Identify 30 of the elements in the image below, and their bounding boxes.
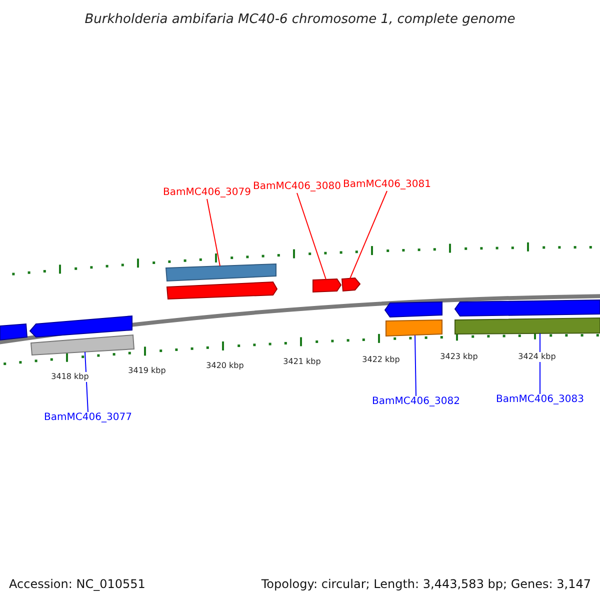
gene-label: BamMC406_3077 xyxy=(44,412,132,424)
footer-text: Topology: circular; Length: 3,443,583 bp; Genes: 3,147 xyxy=(261,576,591,593)
tick-label: 3423 kbp xyxy=(440,352,478,362)
gene-bar xyxy=(30,334,135,356)
leader-line xyxy=(296,192,326,280)
leader-line xyxy=(350,190,388,279)
gene-bar xyxy=(312,278,342,293)
tick-label: 3424 kbp xyxy=(518,352,556,362)
gene-label: BamMC406_3080 xyxy=(253,181,341,193)
gene-bar xyxy=(165,263,276,282)
gene-label: BamMC406_3083 xyxy=(496,394,584,406)
gene-label: BamMC406_3081 xyxy=(343,179,431,191)
gene-bar xyxy=(386,320,442,337)
gene-bar xyxy=(0,323,28,341)
tick-label: 3420 kbp xyxy=(206,361,244,371)
title: Burkholderia ambifaria MC40-6 chromosome 1, complete genome xyxy=(84,11,516,29)
gene-bar xyxy=(454,318,600,334)
tick-label: 3418 kbp xyxy=(51,372,89,382)
leader-line xyxy=(414,335,416,396)
tick-label: 3419 kbp xyxy=(128,366,166,376)
tick-label: 3422 kbp xyxy=(362,355,400,365)
footer-text: Accession: NC_010551 xyxy=(9,576,146,593)
gene-bar xyxy=(454,300,600,316)
gene-label: BamMC406_3079 xyxy=(163,187,251,199)
gene-bar xyxy=(166,281,278,300)
gene-bar xyxy=(384,302,442,318)
gene-bar xyxy=(341,277,361,292)
tick-label: 3421 kbp xyxy=(283,357,321,367)
gene-label: BamMC406_3082 xyxy=(372,396,460,408)
leader-line xyxy=(206,198,220,266)
